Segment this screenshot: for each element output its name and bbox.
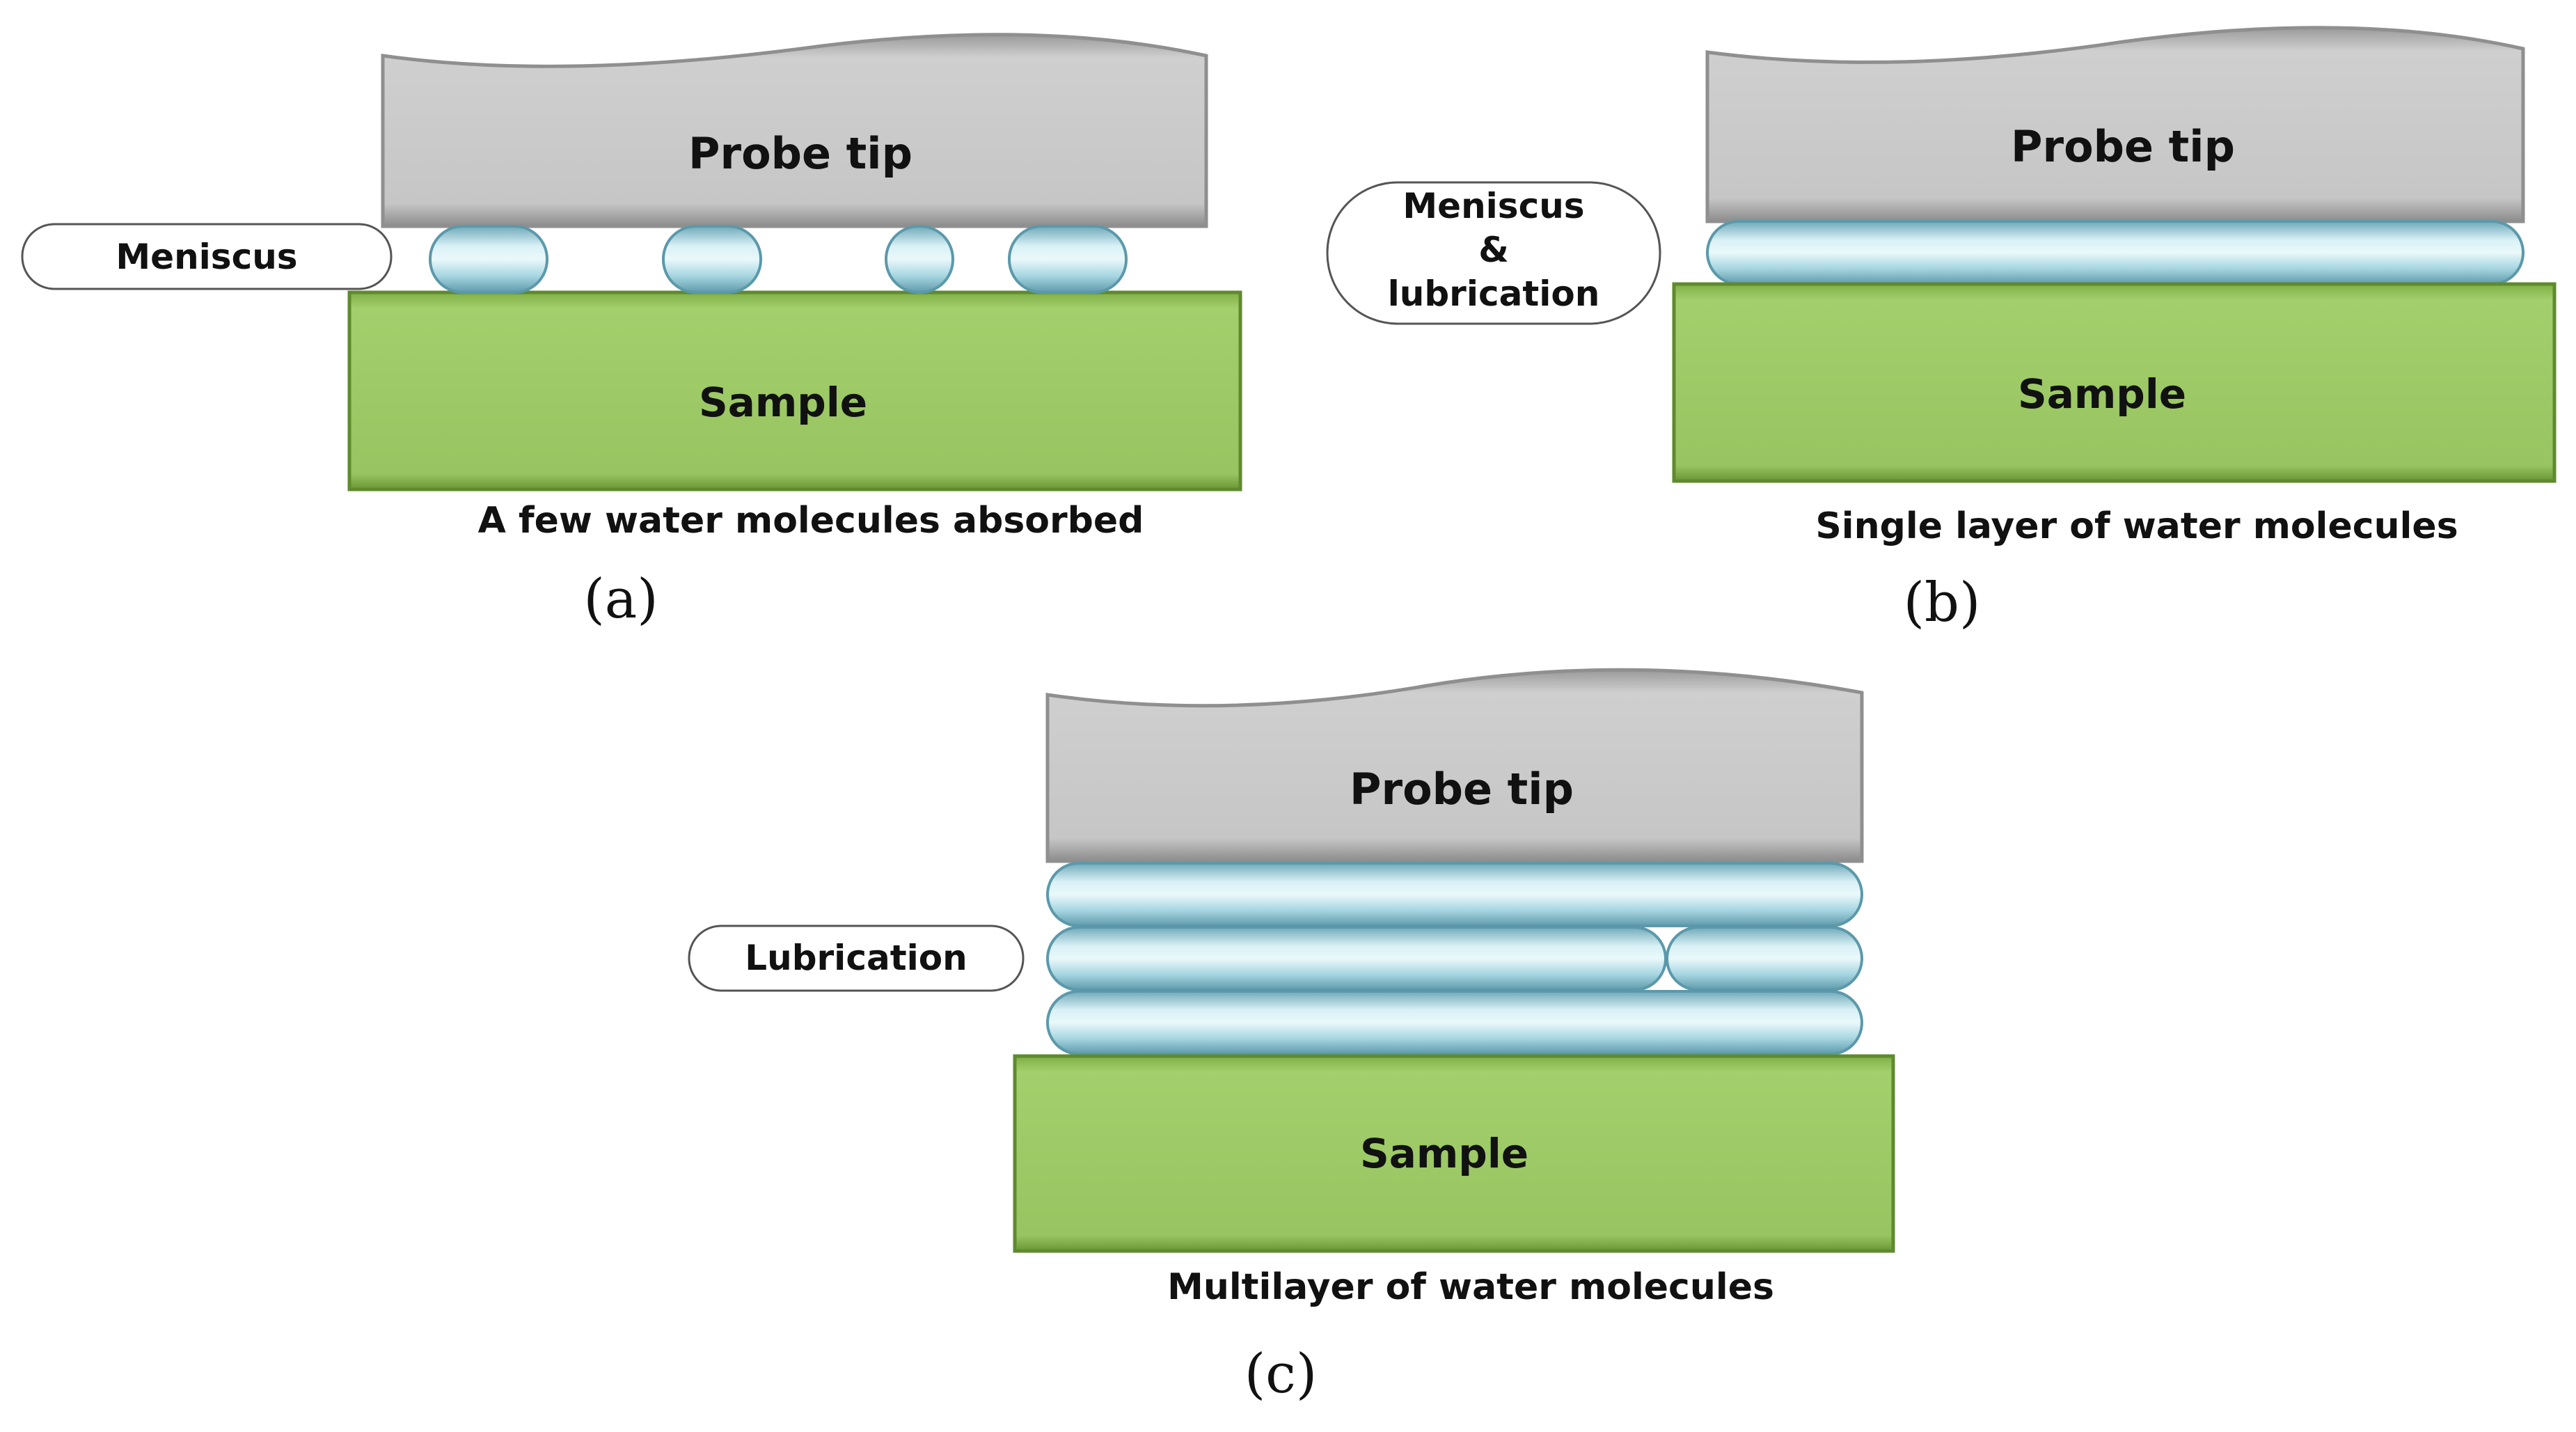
callout-line-3-b: lubrication [1388,274,1600,314]
callout-label-a: Meniscus [116,237,297,277]
panel-label-b: (b) [1904,572,1981,634]
water-droplet [429,225,548,294]
caption-a: A few water molecules absorbed [478,500,1144,542]
water-layer [1706,220,2524,285]
panel-label-c: (c) [1244,1343,1318,1406]
caption-b: Single layer of water molecules [1815,505,2458,547]
callout-label-c: Lubrication [745,938,967,978]
panel-a: Probe tip Sample Meniscus A few water mo… [21,33,1242,631]
water-droplet [1008,225,1128,294]
sample-label-c: Sample [1360,1130,1528,1177]
callout-meniscus-a [21,223,393,290]
probe-label-b: Probe tip [2011,121,2235,172]
sample-label-a: Sample [699,379,867,426]
probe-tip-b [1705,26,2525,223]
water-layer [1046,990,1863,1055]
panel-label-a: (a) [583,568,658,631]
caption-c: Multilayer of water molecules [1167,1266,1774,1308]
callout-line-1-b: Meniscus [1402,186,1584,226]
water-droplet [885,225,954,294]
callout-lubrication-c [688,924,1025,992]
water-layer [1046,862,1863,927]
water-droplet [662,225,762,294]
callout-meniscus-lubrication-b [1326,181,1661,325]
probe-tip-a [381,33,1208,228]
probe-label-a: Probe tip [688,128,912,179]
callout-line-2-b: & [1478,230,1509,270]
sample-block-b [1672,282,2557,483]
sample-block-a [347,290,1242,491]
water-layer [1046,926,1667,991]
probe-tip-c [1045,668,1864,863]
water-layer [1666,926,1863,991]
sample-block-c [1013,1054,1895,1253]
sample-label-b: Sample [2018,370,2186,418]
panel-b: Probe tip Sample Meniscus & lubrication … [1326,26,2557,634]
panel-c: Probe tip Sample Lubrication Multilayer … [688,668,1895,1406]
probe-label-c: Probe tip [1350,764,1574,815]
